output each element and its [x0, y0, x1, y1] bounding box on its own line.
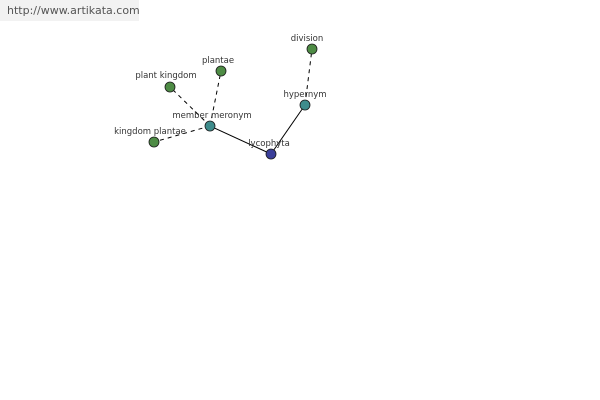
node-plantae[interactable]	[215, 65, 227, 77]
node-label-hypernym[interactable]: hypernym	[283, 90, 326, 100]
edges-layer	[153, 48, 313, 155]
node-member-meronym[interactable]	[204, 120, 216, 132]
node-label-division[interactable]: division	[291, 34, 324, 44]
edge-member-meronym-kingdom-plantae	[153, 125, 211, 143]
edge-lycophyta-hypernym	[270, 104, 306, 155]
edge-hypernym-division	[304, 48, 313, 106]
node-label-kingdom-plantae[interactable]: kingdom plantae	[114, 127, 186, 137]
node-plant-kingdom[interactable]	[164, 81, 176, 93]
edge-member-meronym-plantae	[209, 70, 222, 127]
node-label-lycophyta[interactable]: lycophyta	[248, 139, 290, 149]
node-lycophyta[interactable]	[265, 148, 277, 160]
url-banner: http://www.artikata.com	[0, 0, 140, 21]
node-kingdom-plantae[interactable]	[148, 136, 160, 148]
node-hypernym[interactable]	[299, 99, 311, 111]
edge-member-meronym-plant-kingdom	[169, 86, 211, 127]
site-url-link[interactable]: http://www.artikata.com	[7, 4, 140, 17]
nodes-layer	[148, 43, 318, 160]
edge-lycophyta-member-meronym	[209, 125, 272, 155]
node-label-plant-kingdom[interactable]: plant kingdom	[135, 71, 196, 81]
labels-layer: lycophyta member meronym hypernym plant kin…	[114, 34, 326, 149]
node-label-plantae[interactable]: plantae	[202, 56, 234, 66]
node-label-member-meronym[interactable]: member meronym	[172, 111, 251, 121]
node-division[interactable]	[306, 43, 318, 55]
